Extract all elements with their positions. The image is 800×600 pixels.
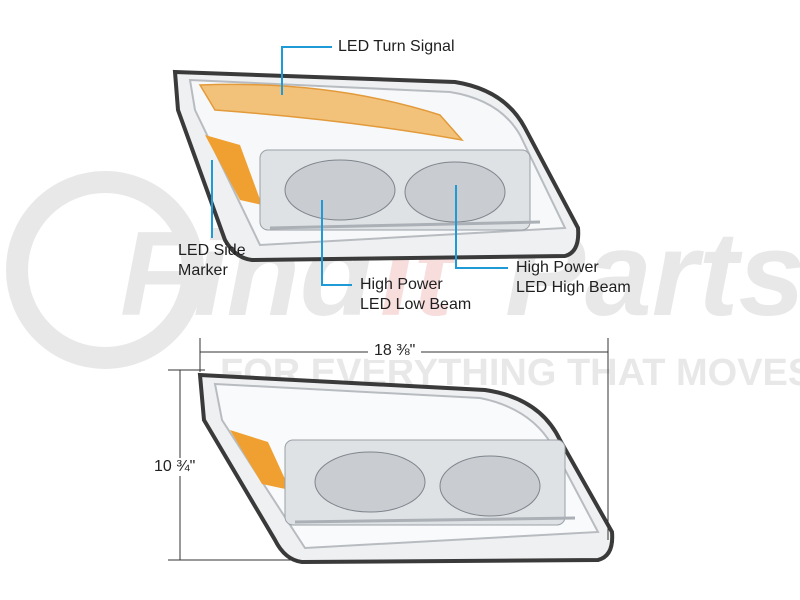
side-marker-amber	[230, 430, 290, 490]
width-dimension-label: 18 ⅜"	[368, 342, 422, 360]
height-dimension-label: 10 ¾"	[148, 458, 202, 476]
callout-high-beam-line1: High Power	[516, 259, 599, 276]
callout-side-marker-line2: Marker	[178, 262, 228, 279]
callout-side-marker-line1: LED Side	[178, 242, 246, 259]
callout-high-beam-line2: LED High Beam	[516, 279, 631, 296]
headlight-bottom	[197, 372, 615, 565]
callout-low-beam-line2: LED Low Beam	[360, 296, 472, 313]
callout-low-beam: High Power LED Low Beam	[360, 275, 471, 315]
callout-high-beam: High Power LED High Beam	[516, 258, 631, 298]
callout-side-marker: LED Side Marker	[178, 241, 246, 281]
turn-signal-led	[198, 83, 464, 142]
side-marker-amber	[205, 135, 262, 205]
headlight-top	[172, 69, 581, 263]
callout-low-beam-line1: High Power	[360, 276, 443, 293]
callout-turn-signal: LED Turn Signal	[338, 38, 455, 55]
callout-leaders	[211, 46, 508, 286]
